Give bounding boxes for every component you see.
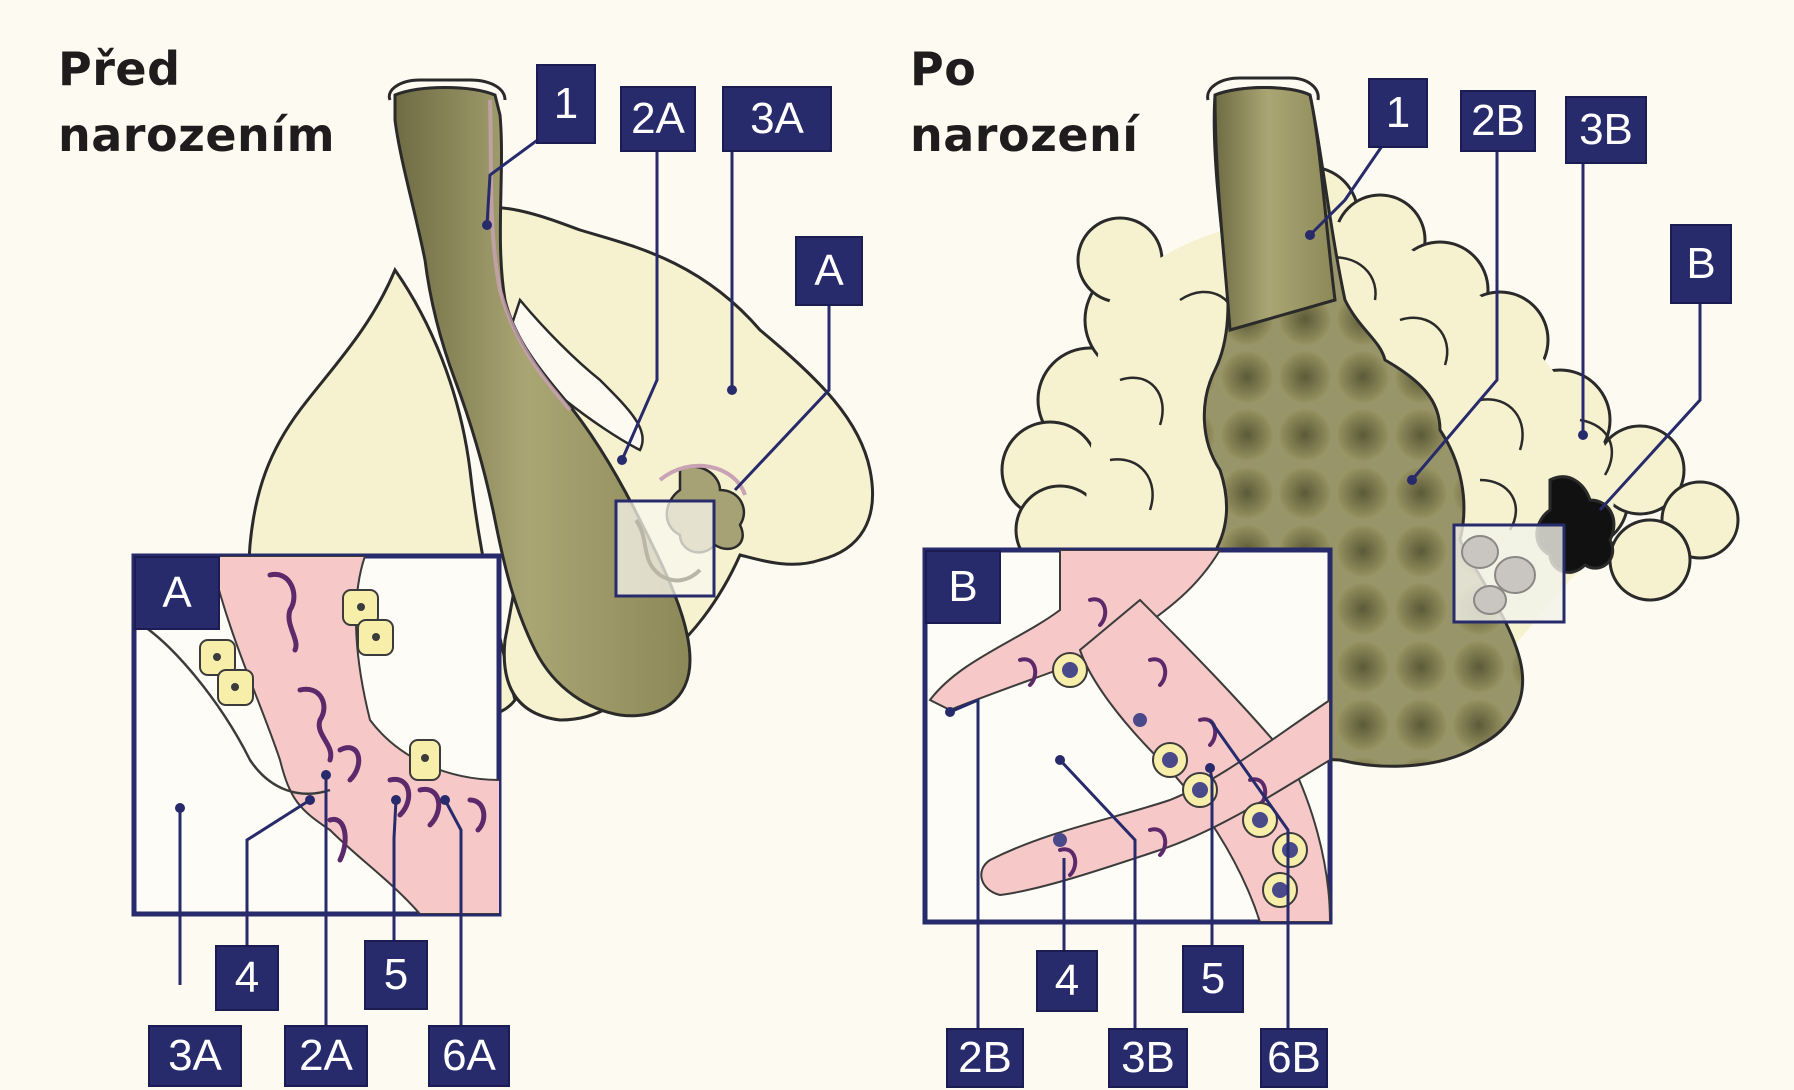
label-a-inset: A — [134, 556, 220, 630]
label-5-right: 5 — [1182, 945, 1244, 1013]
heading-after-line1: Po — [910, 36, 1139, 102]
label-6a-bottom: 6A — [428, 1025, 510, 1087]
label-4-left: 4 — [215, 945, 279, 1011]
heading-before-line1: Před — [58, 36, 335, 102]
label-3b-top: 3B — [1565, 96, 1647, 164]
label-2a-bottom: 2A — [284, 1025, 368, 1087]
heading-after-line2: narození — [910, 102, 1139, 168]
label-2b-bottom: 2B — [946, 1028, 1024, 1088]
label-3b-bottom: 3B — [1108, 1028, 1188, 1088]
heading-before-line2: narozením — [58, 102, 335, 168]
label-b-inset: B — [925, 550, 1001, 624]
label-4-right: 4 — [1036, 950, 1098, 1012]
right-trachea — [1215, 88, 1335, 331]
label-3a-top: 3A — [722, 86, 832, 152]
label-a-top: A — [795, 236, 863, 306]
label-5-left: 5 — [364, 940, 428, 1010]
zoom-box-a — [616, 501, 714, 596]
heading-before-birth: Před narozením — [58, 36, 335, 168]
label-2a-top: 2A — [620, 86, 696, 152]
label-1-left: 1 — [536, 64, 596, 144]
label-6b-bottom: 6B — [1260, 1028, 1328, 1088]
label-b-top: B — [1670, 224, 1732, 304]
heading-after-birth: Po narození — [910, 36, 1139, 168]
label-3a-bottom: 3A — [148, 1025, 242, 1087]
label-1-right: 1 — [1368, 78, 1428, 148]
label-2b-top: 2B — [1460, 90, 1536, 152]
